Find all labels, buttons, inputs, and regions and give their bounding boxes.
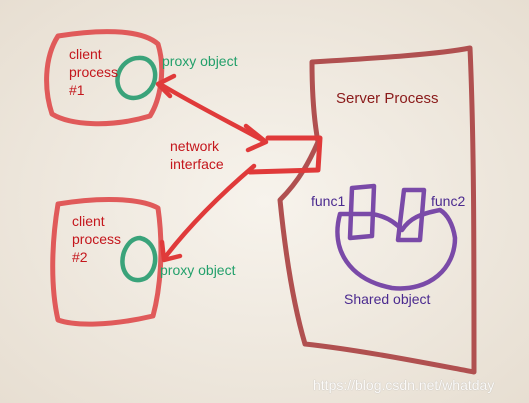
shared-object-outline (335, 207, 458, 291)
client-1-label-line3: #1 (69, 82, 85, 98)
shared-object-label: Shared object (344, 291, 431, 307)
proxy-object-2-label: proxy object (160, 262, 236, 278)
network-interface-label-line2: interface (170, 156, 224, 172)
client-1-label-line1: client (69, 46, 102, 62)
arrow-network-to-proxy-2 (163, 163, 257, 259)
proxy-object-1-circle (115, 55, 158, 101)
proxy-object-2-circle (120, 235, 158, 283)
client-process-2-boundary (50, 197, 164, 327)
arrow-head-proxy-1 (155, 73, 177, 99)
arrow-head-proxy-2 (159, 239, 183, 263)
client-2-label-line1: client (72, 213, 105, 229)
func1-box (347, 183, 377, 241)
watermark-text: https://blog.csdn.net/whatday (313, 377, 495, 393)
func1-label: func1 (311, 193, 346, 209)
network-interface-box (247, 135, 323, 175)
arrow-head-network-1 (243, 123, 269, 153)
server-process-boundary (277, 45, 477, 375)
server-process-label: Server Process (336, 90, 439, 107)
proxy-object-1-label: proxy object (162, 53, 238, 69)
client-1-label-line2: process (69, 64, 119, 80)
network-interface-label-line1: network (170, 138, 220, 154)
func2-label: func2 (431, 193, 466, 209)
arrow-network-to-proxy-1 (157, 81, 265, 143)
client-2-label-line2: process (72, 231, 122, 247)
client-2-label-line3: #2 (72, 249, 88, 265)
client-process-1-boundary (44, 29, 165, 127)
func2-box (395, 187, 427, 243)
